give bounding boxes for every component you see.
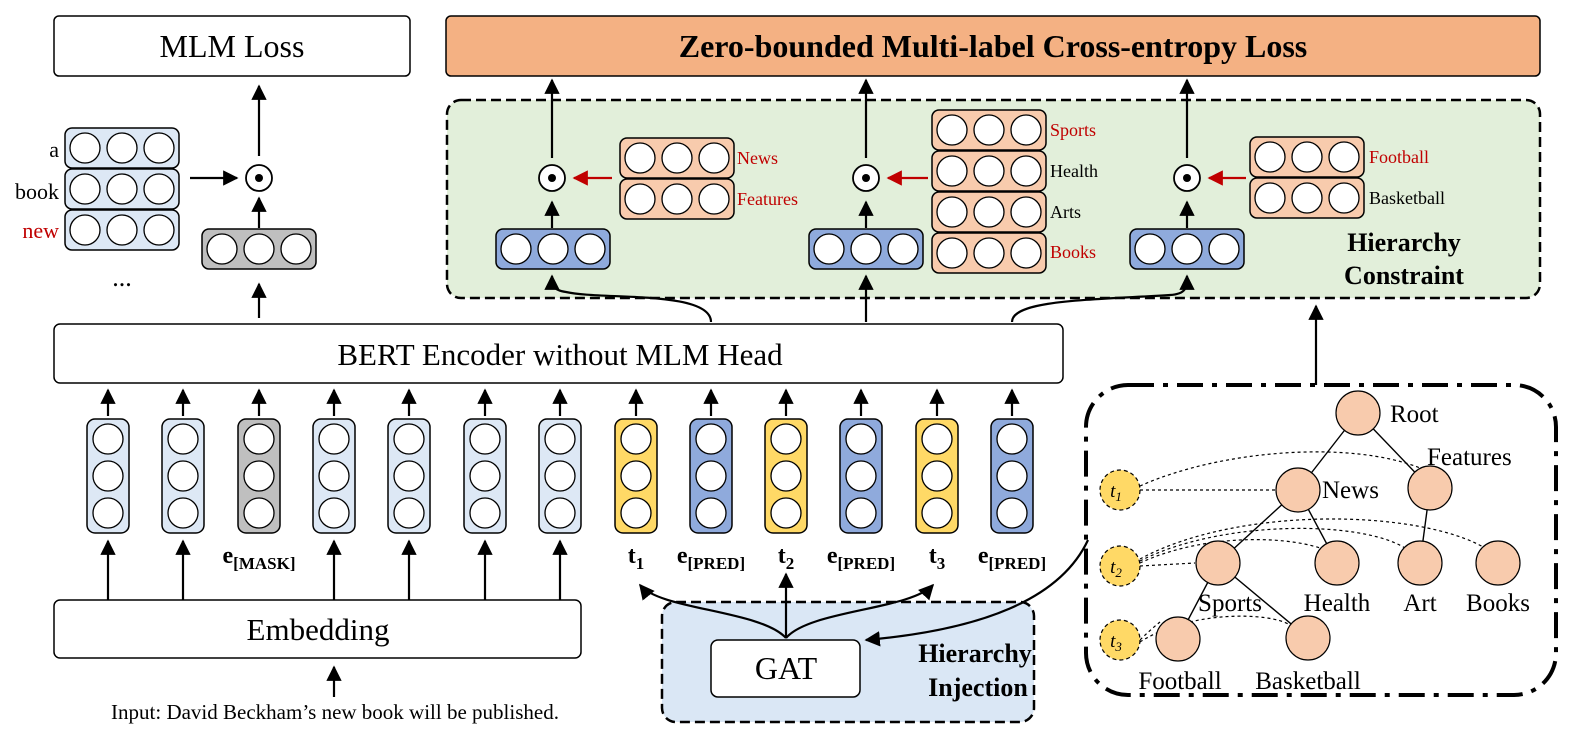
tree-label-t2: t2 bbox=[1110, 557, 1122, 580]
node-features bbox=[1407, 465, 1453, 511]
tree-label-features: Features bbox=[1427, 444, 1512, 471]
token-vector-5 bbox=[387, 418, 431, 534]
token-vector-1 bbox=[86, 418, 130, 534]
token-vector-pred-3 bbox=[990, 418, 1034, 534]
node-football bbox=[1155, 616, 1201, 662]
node-news bbox=[1275, 467, 1321, 513]
vocab-vector-new bbox=[64, 209, 180, 251]
bert-encoder-box bbox=[53, 323, 1064, 384]
label-books: Books bbox=[1050, 242, 1096, 262]
hierarchy-constraint-title-1: Hierarchy bbox=[1347, 228, 1461, 257]
input-sentence: Input: David Beckham’s new book will be … bbox=[111, 700, 559, 724]
label-arts: Arts bbox=[1050, 202, 1081, 222]
mlm-loss-label: MLM Loss bbox=[160, 28, 305, 64]
zero-loss-label: Zero-bounded Multi-label Cross-entropy L… bbox=[679, 28, 1308, 64]
label-vector-news bbox=[619, 137, 735, 179]
token-embeddings bbox=[86, 418, 1034, 534]
tree-nodes bbox=[1155, 390, 1521, 662]
node-t1 bbox=[1099, 469, 1141, 511]
label-vector-basketball bbox=[1249, 177, 1365, 219]
t-nodes bbox=[1099, 469, 1141, 661]
hierarchy-injection-title-1: Hierarchy bbox=[918, 639, 1032, 668]
tree-label-news: News bbox=[1322, 477, 1379, 504]
label-features: Features bbox=[737, 189, 798, 209]
tree-label-t1: t1 bbox=[1110, 481, 1122, 504]
tree-label-art: Art bbox=[1403, 590, 1436, 617]
token-vector-7 bbox=[538, 418, 582, 534]
token-vector-pred-1 bbox=[689, 418, 733, 534]
label-vector-arts bbox=[931, 191, 1047, 233]
tree-label-books: Books bbox=[1466, 590, 1530, 617]
node-t3 bbox=[1099, 619, 1141, 661]
odot-dots bbox=[255, 174, 1191, 182]
token-label-t2: t2 bbox=[778, 543, 795, 573]
node-t2 bbox=[1099, 545, 1141, 587]
vocab-word-a: a bbox=[49, 137, 59, 162]
label-basketball: Basketball bbox=[1369, 188, 1445, 208]
token-label-e-pred-2: e[PRED] bbox=[827, 543, 895, 573]
token-label-e-mask: e[MASK] bbox=[223, 543, 296, 573]
node-root bbox=[1335, 390, 1381, 436]
token-vector-t1 bbox=[614, 418, 658, 534]
node-basketball bbox=[1285, 615, 1331, 661]
label-vector-football bbox=[1249, 136, 1365, 178]
token-vector-mask bbox=[237, 418, 281, 534]
pred-vector-2 bbox=[808, 228, 924, 270]
token-label-e-pred-1: e[PRED] bbox=[677, 543, 745, 573]
vocab-ellipsis: ... bbox=[112, 263, 132, 292]
token-vector-pred-2 bbox=[839, 418, 883, 534]
node-health bbox=[1314, 540, 1360, 586]
label-embeddings bbox=[495, 109, 1365, 274]
bert-encoder-label: BERT Encoder without MLM Head bbox=[337, 337, 783, 372]
token-vector-t2 bbox=[764, 418, 808, 534]
label-vector-health bbox=[931, 150, 1047, 192]
gat-box bbox=[710, 639, 861, 698]
token-vector-2 bbox=[161, 418, 205, 534]
label-sports: Sports bbox=[1050, 120, 1096, 140]
hierarchy-injection-title-2: Injection bbox=[928, 673, 1028, 702]
label-football: Football bbox=[1369, 147, 1429, 167]
token-vector-t3 bbox=[915, 418, 959, 534]
arrows bbox=[100, 78, 1324, 697]
vocab-vector-a bbox=[64, 127, 180, 169]
embedding-label: Embedding bbox=[247, 612, 390, 647]
label-vector-features bbox=[619, 178, 735, 220]
tree-label-root: Root bbox=[1390, 401, 1439, 428]
embedding-box bbox=[53, 599, 582, 659]
tree-label-health: Health bbox=[1304, 590, 1371, 617]
tree-label-t3: t3 bbox=[1110, 631, 1122, 654]
label-hierarchy-panel bbox=[1084, 383, 1558, 697]
vocab-embeddings bbox=[64, 127, 317, 270]
token-vector-4 bbox=[312, 418, 356, 534]
token-vector-6 bbox=[463, 418, 507, 534]
hierarchy-constraint-title-2: Constraint bbox=[1344, 261, 1464, 290]
node-sports bbox=[1195, 540, 1241, 586]
pred-vector-1 bbox=[495, 228, 611, 270]
mask-output-vector bbox=[201, 228, 317, 270]
vocab-vector-book bbox=[64, 168, 180, 210]
tree-label-football: Football bbox=[1138, 668, 1221, 695]
token-label-t3: t3 bbox=[929, 543, 946, 573]
node-books bbox=[1475, 540, 1521, 586]
zero-loss-box bbox=[445, 15, 1541, 77]
vocab-word-book: book bbox=[15, 179, 59, 204]
token-label-e-pred-3: e[PRED] bbox=[978, 543, 1046, 573]
gat-label: GAT bbox=[755, 650, 818, 686]
tree-label-sports: Sports bbox=[1198, 590, 1262, 617]
label-news: News bbox=[737, 148, 778, 168]
token-label-t1: t1 bbox=[628, 543, 645, 573]
vocab-word-new: new bbox=[22, 218, 59, 243]
label-vector-sports bbox=[931, 109, 1047, 151]
node-art bbox=[1397, 540, 1443, 586]
pred-vector-3 bbox=[1129, 228, 1245, 270]
tree-label-basketball: Basketball bbox=[1255, 668, 1361, 695]
label-health: Health bbox=[1050, 161, 1098, 181]
mlm-loss-box bbox=[53, 15, 411, 77]
label-vector-books bbox=[931, 232, 1047, 274]
